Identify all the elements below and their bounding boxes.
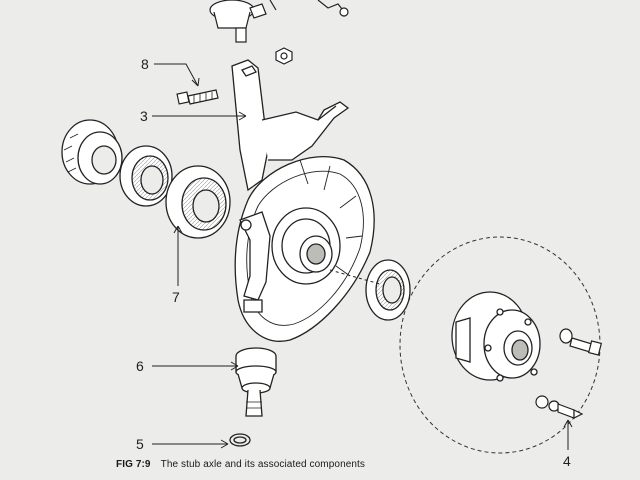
stub-axle-knuckle: [231, 59, 375, 342]
bolt-part-8: [176, 89, 219, 105]
callout-8: 8: [141, 56, 149, 72]
inner-bearing: [119, 145, 173, 207]
nut: [275, 47, 293, 65]
outer-bearing-part-7: [165, 165, 231, 239]
leader-lines: [152, 63, 573, 450]
wheel-hub: [451, 291, 541, 382]
wheel-stud-part-4: [535, 395, 584, 419]
figure-number: FIG 7:9: [116, 459, 151, 470]
callout-3: 3: [140, 108, 148, 124]
callout-4: 4: [563, 453, 571, 469]
callout-5: 5: [136, 436, 144, 452]
wheel-bolt: [559, 328, 603, 356]
circlip-part-5: [229, 433, 251, 447]
inner-seal: [61, 119, 123, 185]
callout-7: 7: [172, 289, 180, 305]
figure-caption-text: The stub axle and its associated compone…: [160, 459, 366, 470]
figure-caption: FIG 7:9 The stub axle and its associated …: [116, 459, 365, 470]
upper-balljoint-part: [209, 0, 349, 43]
hub-oil-seal: [365, 259, 411, 321]
callout-6: 6: [136, 358, 144, 374]
ball-joint-part-6: [235, 347, 277, 417]
